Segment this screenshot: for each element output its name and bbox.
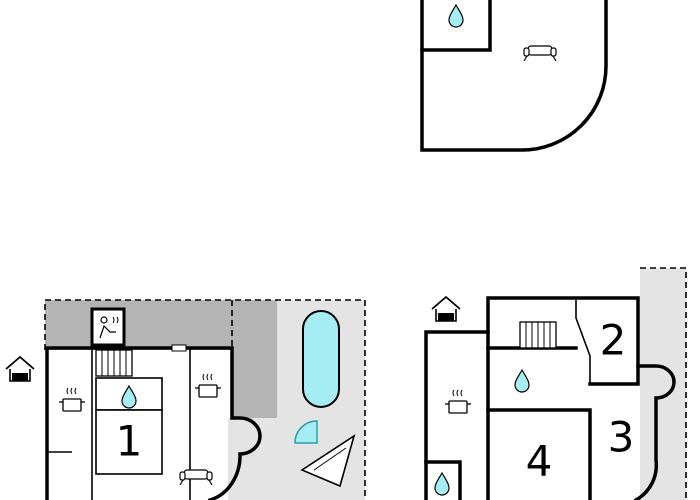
stairs-icon [519, 321, 557, 349]
roofed-terrace-side [232, 300, 277, 418]
swimming-pool-icon [302, 310, 340, 408]
upper-floor-wall [420, 0, 608, 152]
water-drop-icon [434, 472, 450, 496]
side-terrace [640, 268, 686, 500]
sauna-room [90, 307, 126, 347]
water-drop-icon [514, 369, 530, 393]
room-2-label: 2 [600, 316, 627, 365]
room-4-label: 4 [526, 437, 553, 486]
sauna-icon [99, 316, 119, 339]
house-entrance-icon [5, 356, 35, 382]
cooking-pot-icon [58, 387, 86, 412]
cooking-pot-icon [194, 373, 222, 398]
water-drop-icon [448, 4, 464, 28]
right-house: 2 3 4 [424, 267, 687, 500]
cooking-pot-icon [444, 389, 472, 414]
upper-floor-fragment [420, 0, 608, 152]
upper-bathroom-wall [420, 0, 492, 52]
stairs-icon [95, 349, 133, 377]
sofa-icon [179, 469, 213, 486]
shower-icon [294, 420, 318, 444]
room-1-label: 1 [116, 417, 143, 466]
bedroom-1 [95, 409, 163, 475]
left-house: 1 [5, 299, 366, 500]
sofa-icon [523, 45, 557, 62]
house-entrance-icon [431, 296, 461, 322]
left-house-outer-wall [45, 346, 262, 500]
sun-lounger-icon [300, 434, 356, 488]
room-3-label: 3 [608, 413, 635, 462]
right-house-outer-wall [424, 296, 676, 500]
terrace-boundary [44, 299, 366, 500]
